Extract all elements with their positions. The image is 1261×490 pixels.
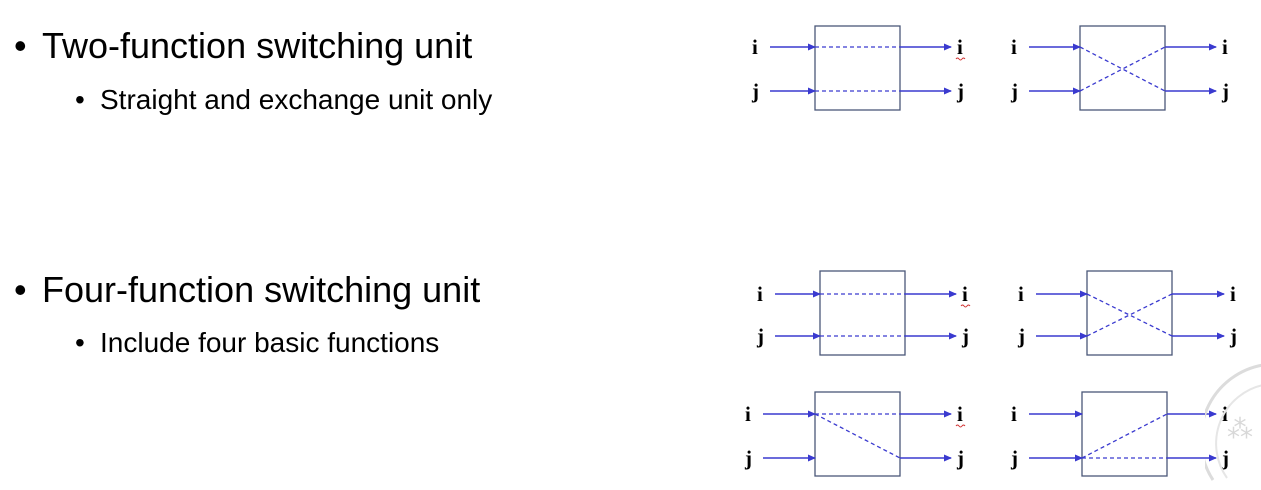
- output-label-upper: i: [957, 35, 963, 59]
- output-label-lower: j: [961, 324, 969, 348]
- output-label-upper: i: [1222, 35, 1228, 59]
- internal-path-upper-to-lower: [814, 413, 901, 459]
- output-label-upper: i: [957, 402, 963, 426]
- svg-text:⁂: ⁂: [1227, 415, 1253, 445]
- spellcheck-squiggle: [955, 57, 966, 61]
- output-label-lower: j: [1221, 79, 1229, 103]
- input-label-lower: j: [1010, 79, 1018, 103]
- switch-box-straight: [814, 25, 901, 111]
- input-label-lower: j: [1017, 324, 1025, 348]
- input-label-upper: i: [752, 35, 758, 59]
- output-label-lower: j: [1229, 324, 1237, 348]
- output-label-lower: j: [1221, 446, 1229, 470]
- bullet-four-function: • Four-function switching unit: [14, 270, 480, 310]
- bullet-two-function: • Two-function switching unit: [14, 26, 472, 66]
- bullet-dot: •: [14, 269, 27, 310]
- input-label-upper: i: [1011, 402, 1017, 426]
- sub-bullet-dot: •: [75, 327, 85, 358]
- output-label-lower: j: [956, 446, 964, 470]
- internal-path-lower-to-upper: [1081, 413, 1168, 459]
- internal-path-lower-to-upper: [1079, 46, 1166, 92]
- watermark-seal-icon: ⁂: [1205, 363, 1261, 481]
- input-label-lower: j: [756, 324, 764, 348]
- input-label-lower: j: [744, 446, 752, 470]
- input-label-lower: j: [1010, 446, 1018, 470]
- output-label-upper: i: [1230, 282, 1236, 306]
- input-label-upper: i: [757, 282, 763, 306]
- sub-bullet-text: Include four basic functions: [100, 327, 440, 358]
- input-label-upper: i: [745, 402, 751, 426]
- sub-bullet-four-function: • Include four basic functions: [75, 327, 439, 359]
- spellcheck-squiggle: [955, 424, 966, 428]
- internal-path-upper-to-lower: [1086, 293, 1173, 337]
- output-label-upper: i: [962, 282, 968, 306]
- input-label-lower: j: [751, 79, 759, 103]
- internal-path-upper-to-lower: [1079, 46, 1166, 92]
- switch-box-upper-broadcast: [814, 391, 901, 477]
- spellcheck-squiggle: [960, 304, 971, 308]
- bullet-title: Two-function switching unit: [42, 25, 473, 66]
- input-label-upper: i: [1018, 282, 1024, 306]
- switch-box-exchange: [1086, 270, 1173, 356]
- switch-box-straight: [819, 270, 906, 356]
- output-label-lower: j: [956, 79, 964, 103]
- sub-bullet-two-function: • Straight and exchange unit only: [75, 84, 492, 116]
- bullet-title: Four-function switching unit: [42, 269, 481, 310]
- sub-bullet-dot: •: [75, 84, 85, 115]
- internal-path-lower-to-upper: [1086, 293, 1173, 337]
- switch-box-exchange: [1079, 25, 1166, 111]
- input-label-upper: i: [1011, 35, 1017, 59]
- bullet-dot: •: [14, 25, 27, 66]
- sub-bullet-text: Straight and exchange unit only: [100, 84, 493, 115]
- switch-box-lower-broadcast: [1081, 391, 1168, 477]
